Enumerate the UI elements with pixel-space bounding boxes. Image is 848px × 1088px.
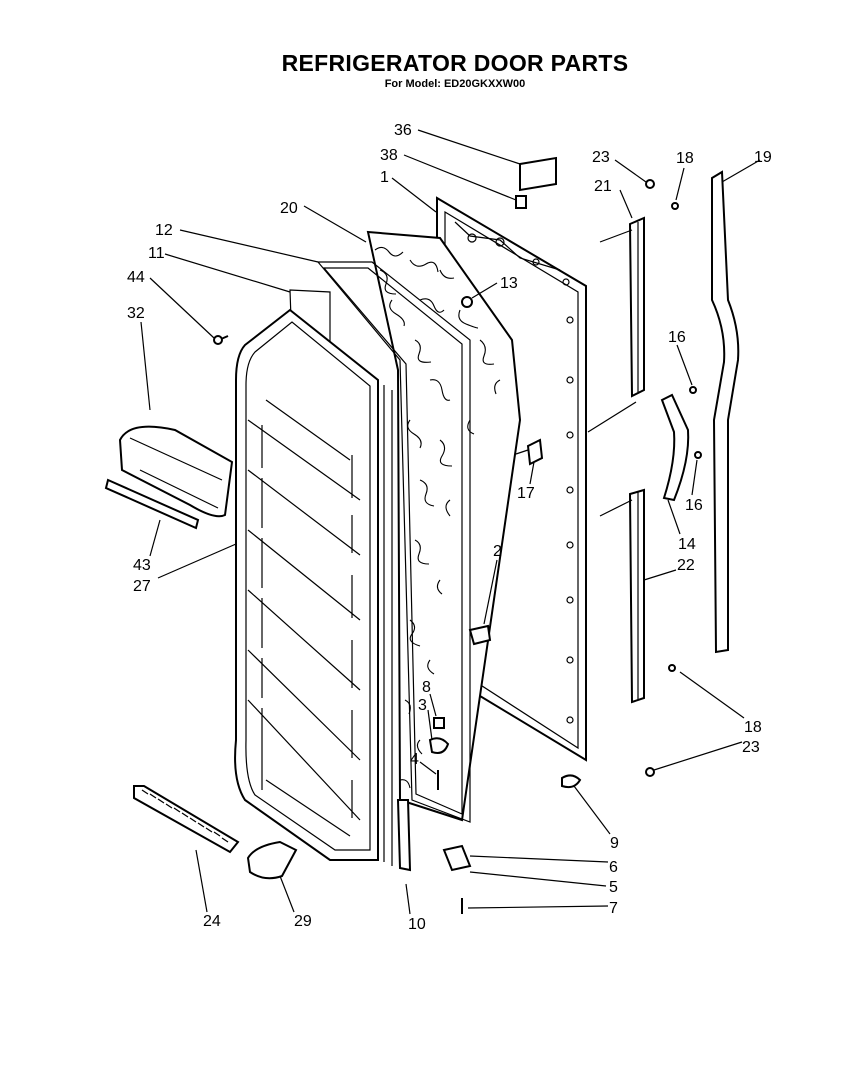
callout-9: 9: [610, 835, 619, 852]
callout-38: 38: [380, 147, 398, 164]
callout-22: 22: [677, 557, 695, 574]
callout-18-top: 18: [676, 150, 694, 167]
leader-lines: [140, 129, 761, 915]
dairy-door-hinge-rod: [104, 478, 200, 530]
inner-door-liner: [234, 308, 393, 866]
callout-3: 3: [418, 697, 427, 714]
callout-43: 43: [133, 557, 151, 574]
door-insulation: [366, 230, 522, 822]
callout-1: 1: [380, 169, 389, 186]
callout-2: 2: [493, 543, 502, 560]
callout-12: 12: [155, 222, 173, 239]
callout-36: 36: [394, 122, 412, 139]
door-stop-bracket: [526, 438, 544, 466]
diagram-title: REFRIGERATOR DOOR PARTS: [281, 50, 629, 76]
callout-6: 6: [609, 859, 618, 876]
dairy-door-cover: [118, 425, 234, 518]
callout-23-bottom: 23: [742, 739, 760, 756]
callout-5: 5: [609, 879, 618, 896]
callout-labels: 36 38 1 20 12 11 44 32 13 23 18 21 19 16…: [127, 122, 772, 933]
callout-23-top: 23: [592, 149, 610, 166]
callout-4: 4: [410, 751, 419, 768]
callout-29: 29: [294, 913, 312, 930]
handle-trim-upper: [628, 216, 645, 398]
door-stop-strip: [396, 799, 412, 872]
plug-13: [461, 296, 473, 308]
model-subtitle: For Model: ED20GKXXW00: [384, 78, 526, 90]
callout-18-bottom: 18: [744, 719, 762, 736]
callout-19: 19: [754, 149, 772, 166]
screw-44: [213, 335, 229, 345]
callout-17: 17: [517, 485, 535, 502]
callout-14: 14: [678, 536, 696, 553]
door-handle: [711, 170, 740, 654]
callout-20: 20: [280, 200, 298, 217]
callout-32: 32: [127, 305, 145, 322]
callout-44: 44: [127, 269, 145, 286]
callout-7: 7: [609, 900, 618, 917]
callout-16-lower: 16: [685, 497, 703, 514]
callout-24: 24: [203, 913, 221, 930]
screws-right: [645, 179, 702, 777]
callout-27: 27: [133, 578, 151, 595]
handle-trim-lower: [628, 488, 645, 704]
callout-13: 13: [500, 275, 518, 292]
callout-21: 21: [594, 178, 612, 195]
callout-16-upper: 16: [668, 329, 686, 346]
callout-8: 8: [422, 679, 431, 696]
cap-38: [515, 195, 527, 209]
callout-10: 10: [408, 916, 426, 933]
handle-bracket: [660, 393, 690, 502]
cap-36: [519, 156, 557, 192]
callout-11: 11: [148, 245, 165, 262]
toe-grille: [133, 785, 240, 854]
hinge-assembly: [428, 624, 582, 914]
hinge-cover: [246, 840, 298, 880]
